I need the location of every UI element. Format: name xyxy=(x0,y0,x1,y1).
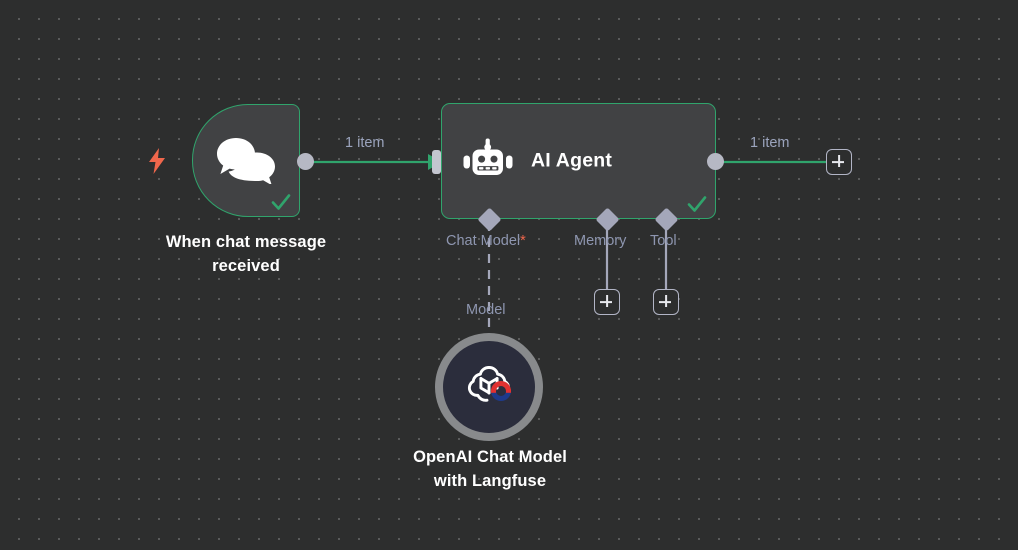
robot-icon xyxy=(463,138,513,184)
node-when-chat-message-received[interactable] xyxy=(192,104,300,217)
openai-langfuse-icon xyxy=(463,361,515,413)
edge-label-agent-to-next: 1 item xyxy=(750,135,790,151)
add-node-button-tool[interactable] xyxy=(653,289,679,315)
label-chat-model-text: Chat Model xyxy=(446,233,521,249)
label-tool: Tool xyxy=(650,233,677,249)
label-model-link: Model xyxy=(466,302,506,318)
node-ai-agent[interactable]: AI Agent xyxy=(441,103,716,219)
add-node-button-output[interactable] xyxy=(826,149,852,175)
edge-label-trigger-to-agent: 1 item xyxy=(345,135,385,151)
trigger-node-label: When chat message received xyxy=(165,233,327,275)
lightning-bolt-icon xyxy=(147,148,167,174)
chat-bubbles-icon xyxy=(216,136,276,185)
agent-node-title: AI Agent xyxy=(531,149,613,172)
status-success-check-icon xyxy=(270,191,292,213)
model-node-label: OpenAI Chat Model with Langfuse xyxy=(413,448,567,490)
add-node-button-memory[interactable] xyxy=(594,289,620,315)
agent-input-port[interactable] xyxy=(432,150,441,174)
label-chat-model: Chat Model* xyxy=(446,233,526,249)
label-memory: Memory xyxy=(574,233,627,249)
agent-status-success-check-icon xyxy=(686,193,708,215)
trigger-output-port[interactable] xyxy=(297,153,314,170)
required-asterisk: * xyxy=(520,233,526,249)
agent-output-port[interactable] xyxy=(707,153,724,170)
node-openai-chat-model[interactable] xyxy=(435,333,543,441)
